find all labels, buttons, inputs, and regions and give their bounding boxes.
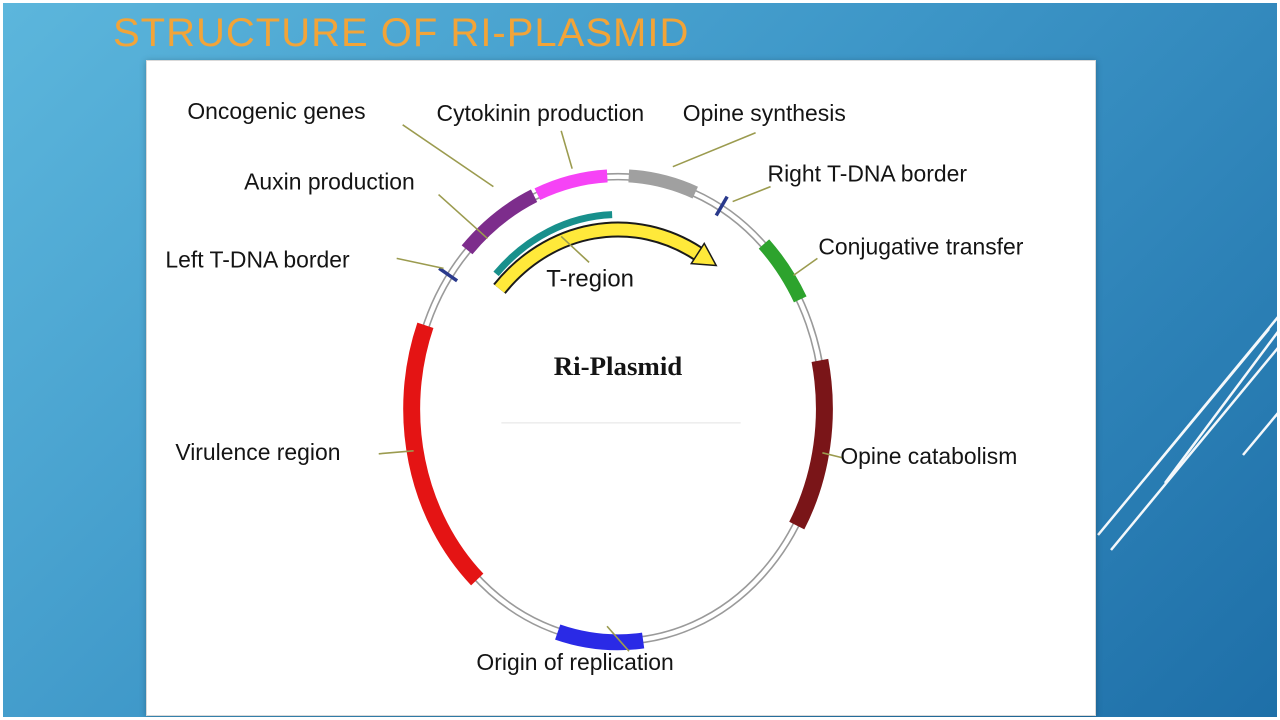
label-virulence-region: Virulence region xyxy=(175,439,340,465)
label-opine-synthesis: Opine synthesis xyxy=(683,100,846,126)
leader-t-region xyxy=(560,235,590,263)
auxin-production-arc xyxy=(493,211,613,277)
oncogenic-genes-arc xyxy=(461,189,538,255)
diagonal-line xyxy=(1097,328,1270,536)
leader-opine-synthesis xyxy=(672,132,756,168)
label-ri-plasmid: Ri-Plasmid xyxy=(554,351,683,381)
diagonal-line xyxy=(1163,330,1277,484)
right-tdna-border-tick xyxy=(714,195,729,217)
conjugative-transfer-arc xyxy=(758,239,807,303)
diagonal-line xyxy=(1242,412,1277,456)
leader-lines xyxy=(378,124,843,652)
label-conjugative-transfer: Conjugative transfer xyxy=(818,233,1023,259)
plasmid-diagram: Oncogenic genes Cytokinin production Opi… xyxy=(165,98,1023,675)
label-left-tdna-border: Left T-DNA border xyxy=(165,246,350,272)
leader-conjugative xyxy=(793,257,818,276)
label-t-region: T-region xyxy=(546,265,634,292)
label-opine-catabolism: Opine catabolism xyxy=(840,443,1017,469)
opine-catabolism-arc xyxy=(789,358,833,530)
label-oncogenic-genes: Oncogenic genes xyxy=(187,98,365,124)
slide-title: STRUCTURE OF RI-PLASMID xyxy=(113,11,690,55)
t-region-arrow-band xyxy=(494,223,702,293)
leader-oncogenic xyxy=(402,124,494,188)
leader-left-border xyxy=(396,257,444,270)
tdna-border-ticks xyxy=(438,195,729,283)
leader-cytokinin xyxy=(560,130,573,169)
label-right-tdna-border: Right T-DNA border xyxy=(768,161,968,187)
origin-of-replication-arc xyxy=(555,624,645,651)
leader-origin xyxy=(606,625,630,652)
opine-synthesis-arc xyxy=(628,169,698,199)
virulence-region-arc xyxy=(403,322,484,586)
diagonal-line xyxy=(1150,316,1277,472)
diagonal-line-group xyxy=(1097,316,1277,551)
left-tdna-border-tick xyxy=(438,266,459,283)
white-panel: Oncogenic genes Cytokinin production Opi… xyxy=(146,60,1096,716)
leader-auxin xyxy=(438,193,488,240)
diagram-labels: Oncogenic genes Cytokinin production Opi… xyxy=(165,98,1023,675)
leader-right-border xyxy=(732,185,771,203)
cytokinin-production-arc xyxy=(534,169,608,201)
label-cytokinin-production: Cytokinin production xyxy=(437,100,645,126)
diagonal-line xyxy=(1110,347,1277,551)
leader-virulence xyxy=(378,450,414,455)
label-origin-of-replication: Origin of replication xyxy=(476,649,673,675)
label-auxin-production: Auxin production xyxy=(244,169,415,195)
leader-opine-catabolism xyxy=(822,452,843,459)
t-region-arrowhead xyxy=(689,241,718,267)
